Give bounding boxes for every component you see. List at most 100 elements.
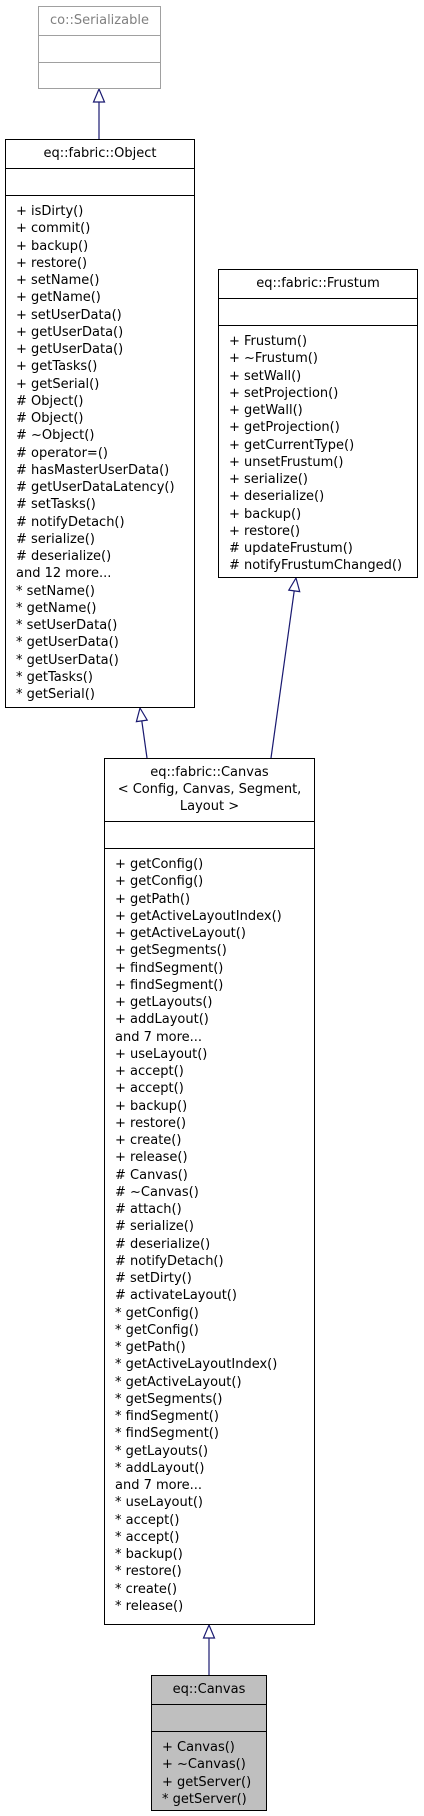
class-box-eq-fabric-canvas[interactable]: eq::fabric::Canvas< Config, Canvas, Segm… xyxy=(104,758,315,1625)
methods-section xyxy=(39,62,160,89)
method-item: # Canvas() xyxy=(115,1167,188,1183)
method-item: # hasMasterUserData() xyxy=(16,462,170,478)
methods-section: + Canvas() + ~Canvas()+ getServer()* getS… xyxy=(152,1731,266,1814)
method-item: # serialize() xyxy=(16,531,95,547)
method-item: * getUserData() xyxy=(16,652,119,668)
method-item: + backup() xyxy=(229,506,302,522)
method-item: + accept() xyxy=(115,1081,184,1097)
method-item: + getServer() xyxy=(162,1774,252,1790)
method-item: + commit() xyxy=(16,221,91,237)
class-name: eq::fabric::Frustum xyxy=(256,276,380,291)
class-box-eq-canvas[interactable]: eq::Canvas + Canvas()+ ~Canvas()+ getSer… xyxy=(151,1675,267,1811)
method-item: + getConfig() xyxy=(115,874,204,890)
method-item: # serialize() xyxy=(115,1219,194,1235)
method-item: + Frustum() xyxy=(229,334,308,349)
method-item: + accept() xyxy=(115,1064,184,1079)
class-box-eq-fabric-frustum[interactable]: eq::fabric::Frustum + Frustum()+ ~Frustu… xyxy=(218,269,418,578)
inheritance-arrowhead xyxy=(135,706,149,723)
method-item: + setName() xyxy=(16,273,100,288)
method-item: + ~Frustum() xyxy=(229,351,318,367)
method-item: + getActiveLayout() xyxy=(115,926,246,941)
method-item: + setProjection() xyxy=(229,385,339,401)
method-item: * backup() xyxy=(115,1547,183,1562)
method-item: + getPath() xyxy=(115,891,191,907)
method-item: + findSegment() xyxy=(115,960,224,976)
class-name-line: < Config, Canvas, Segment, xyxy=(117,782,302,797)
method-item: # activateLayout() xyxy=(115,1288,237,1304)
method-item: + backup() xyxy=(115,1098,188,1114)
method-item: + restore() xyxy=(229,523,301,539)
method-item: + getProjection() xyxy=(229,420,340,436)
class-title-eq-fabric-frustum: eq::fabric::Frustum xyxy=(219,270,417,298)
method-item: # setTasks() xyxy=(16,497,96,513)
edge-fabric-canvas-to-frustum xyxy=(270,576,301,759)
method-item: * setUserData() xyxy=(16,618,118,633)
method-item: + getUserData() xyxy=(16,324,124,340)
method-item: # updateFrustum() xyxy=(229,541,353,556)
edge-eq-canvas-to-fabric-canvas xyxy=(202,1623,216,1675)
method-item: + getCurrentType() xyxy=(229,437,355,453)
method-item: + ~Canvas() xyxy=(162,1757,246,1773)
method-item: + unsetFrustum() xyxy=(229,454,344,470)
edge-line xyxy=(141,720,148,759)
method-item: + getLayouts() xyxy=(115,995,213,1010)
inheritance-arrowhead xyxy=(92,87,106,103)
method-item: + restore() xyxy=(16,255,88,271)
method-item: * getServer() xyxy=(162,1791,247,1807)
method-item: * getSegments() xyxy=(115,1391,223,1407)
inheritance-arrowhead xyxy=(202,1623,216,1639)
method-item: + findSegment() xyxy=(115,977,224,993)
method-item: * getConfig() xyxy=(115,1305,199,1321)
method-item: * getName() xyxy=(16,600,97,616)
method-item: # deserialize() xyxy=(16,549,112,564)
method-item: + useLayout() xyxy=(115,1046,208,1062)
method-item: and 12 more... xyxy=(16,566,112,582)
attributes-section xyxy=(105,821,314,848)
edge-object-to-serializable xyxy=(92,87,106,139)
class-name-line: Layout > xyxy=(179,799,240,814)
method-item: + Canvas() xyxy=(162,1740,235,1755)
method-item: * release() xyxy=(115,1598,184,1614)
method-item: * getSerial() xyxy=(16,687,95,702)
method-item: # attach() xyxy=(115,1202,182,1217)
method-item: + restore() xyxy=(115,1115,187,1131)
method-item: * getConfig() xyxy=(115,1322,199,1338)
inheritance-arrowhead xyxy=(287,576,301,593)
method-item: * addLayout() xyxy=(115,1460,205,1476)
method-item: * getUserData() xyxy=(16,635,119,651)
inheritance-edges xyxy=(92,87,301,1675)
class-title-co-serializable: co::Serializable xyxy=(39,7,160,35)
class-title-eq-canvas: eq::Canvas xyxy=(152,1676,266,1704)
attributes-section xyxy=(219,298,417,325)
method-item: + addLayout() xyxy=(115,1012,209,1028)
method-item: + setUserData() xyxy=(16,307,122,323)
class-box-eq-fabric-object[interactable]: eq::fabric::Object + isDirty()+ commit()… xyxy=(5,139,195,708)
method-item: # setDirty() xyxy=(115,1271,192,1286)
method-item: + create() xyxy=(115,1133,182,1148)
edge-line xyxy=(270,590,295,759)
method-item: # getUserDataLatency() xyxy=(16,480,175,495)
class-title-eq-fabric-canvas: eq::fabric::Canvas< Config, Canvas, Segm… xyxy=(105,759,314,821)
attributes-section xyxy=(152,1704,266,1731)
method-item: + setWall() xyxy=(229,368,302,384)
method-item: + getWall() xyxy=(229,403,303,418)
method-item: # operator=() xyxy=(16,445,108,461)
method-item: # notifyDetach() xyxy=(115,1253,224,1269)
method-item: * getPath() xyxy=(115,1340,186,1355)
method-item: * getLayouts() xyxy=(115,1443,209,1459)
method-item: + getTasks() xyxy=(16,359,98,375)
class-name-line: eq::fabric::Canvas xyxy=(150,765,269,780)
attributes-section xyxy=(39,35,160,62)
method-item: # notifyDetach() xyxy=(16,514,125,530)
method-item: * create() xyxy=(115,1581,178,1597)
class-name: co::Serializable xyxy=(50,13,149,28)
method-item: # ~Canvas() xyxy=(115,1184,199,1200)
class-name: eq::fabric::Object xyxy=(43,146,157,161)
method-item: + deserialize() xyxy=(229,489,325,505)
method-item: and 7 more... xyxy=(115,1478,203,1493)
method-item: * getActiveLayout() xyxy=(115,1374,242,1390)
method-item: + getUserData() xyxy=(16,342,124,357)
method-item: + getSegments() xyxy=(115,943,227,959)
class-box-co-serializable[interactable]: co::Serializable xyxy=(38,6,161,89)
